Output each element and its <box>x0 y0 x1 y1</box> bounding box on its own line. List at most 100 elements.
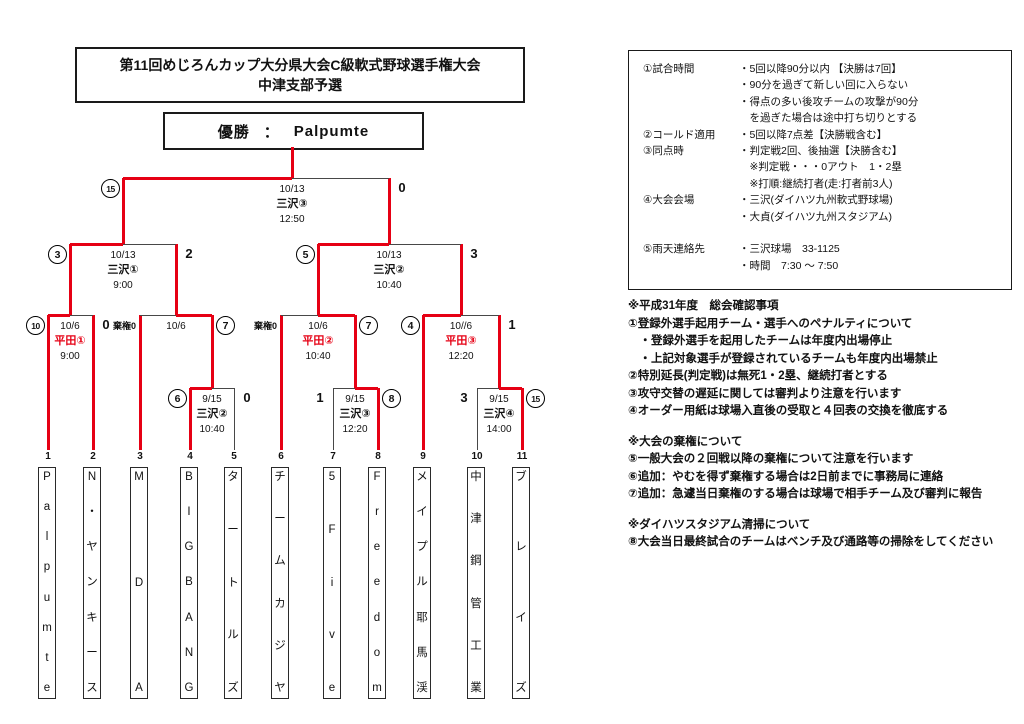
rule-label <box>643 176 739 192</box>
match-date: 10/6 <box>308 321 328 332</box>
note-line: ・上記対象選手が登録されているチームも年度内出場禁止 <box>628 352 938 365</box>
match-bar-left-qf4 <box>423 314 461 317</box>
match-time: 12:50 <box>279 214 305 225</box>
forfeit-label: 棄権0 <box>112 321 136 331</box>
note-line: ・登録外選手を起用したチームは年度内出場停止 <box>628 335 893 347</box>
rule-label: ③同点時 <box>643 145 684 158</box>
match-venue: 三沢② <box>373 264 405 276</box>
note-line: ⑦追加：急遽当日棄権のする場合は球場で相手チーム及び審判に報告 <box>628 488 983 500</box>
rule-row: ・時間 7:30 ～ 7:50 <box>643 258 1003 274</box>
match-bar-right-final <box>292 178 389 179</box>
tournament-title-line1: 第11回めじろんカップ大分県大会C級軟式野球選手権大会 <box>119 57 481 73</box>
match-bar-right-r1c <box>499 387 522 390</box>
team-number: 4 <box>187 451 193 462</box>
match-date: 10//6 <box>449 321 473 332</box>
team-line-6 <box>280 315 283 450</box>
rule-row: ・90分を過ぎて新しい回に入らない <box>643 77 1003 93</box>
match-venue: 平田② <box>302 335 334 347</box>
match-bar-left-r1c <box>477 388 499 389</box>
rule-row: ・得点の多い後攻チームの攻撃が90分 <box>643 94 1003 110</box>
match-bar-left-sf2 <box>318 243 389 246</box>
rule-label <box>643 225 739 241</box>
match-score-winner: 4 <box>401 316 420 335</box>
team-line-11 <box>521 388 524 450</box>
rule-text: ※打順:継続打者(走:打者前3人) <box>739 177 893 190</box>
match-time: 10:40 <box>305 351 331 362</box>
match-bar-left-sf1 <box>70 243 123 246</box>
note-line: ⑥追加：やむを得ず棄権する場合は2日前までに事務局に連絡 <box>628 470 944 483</box>
team-name: N・ヤンキース <box>86 471 98 694</box>
match-time: 9:00 <box>113 280 133 291</box>
note-line: ⑤一般大会の２回戦以降の棄権について注意を行います <box>628 453 914 465</box>
match-bar-right-qf1 <box>70 315 93 316</box>
rule-label: ⑤雨天連絡先 <box>643 243 705 256</box>
match-bar-right-qf4 <box>461 315 499 316</box>
match-info: 10/6 <box>130 319 222 334</box>
match-score-winner: 7 <box>216 316 235 335</box>
rule-text: ※判定戦・・・0アウト 1・2塁 <box>739 161 902 174</box>
notes-heading: ※ダイハツスタジアム清掃について <box>628 518 811 531</box>
team-line-4 <box>189 388 192 450</box>
winner-line-r1c <box>498 315 501 388</box>
rule-label <box>643 110 739 126</box>
tournament-title-line2: 中津支部予選 <box>258 77 342 93</box>
match-venue: 平田① <box>54 335 86 347</box>
match-time: 12:20 <box>342 424 368 435</box>
match-time: 10:40 <box>376 280 402 291</box>
rule-text: ・三沢球場 33-1125 <box>739 243 840 256</box>
team-name: 中津鋼管工業 <box>470 471 482 694</box>
match-time: 12:20 <box>448 351 474 362</box>
team-number: 9 <box>420 451 426 462</box>
team-number: 2 <box>90 451 96 462</box>
rule-row: ※判定戦・・・0アウト 1・2塁 <box>643 159 1003 175</box>
rule-text: ・5回以降90分以内 【決勝は7回】 <box>739 63 902 75</box>
match-info: 10/6 平田② 10:40 <box>272 319 364 364</box>
team-line-9 <box>422 315 425 450</box>
team-name: ブレイズ <box>515 471 527 694</box>
match-score: 0 <box>398 180 406 195</box>
match-score: 3 <box>470 246 478 261</box>
match-venue: 三沢① <box>107 264 139 276</box>
champion-box: 優勝 ： Palpumte <box>163 112 424 150</box>
team-box: N・ヤンキース <box>83 467 101 699</box>
rule-label: ④大会会場 <box>643 194 695 207</box>
rule-row: ・大貞(ダイハツ九州スタジアム) <box>643 209 1003 225</box>
team-name: メイプル耶馬渓 <box>416 471 428 694</box>
match-info: 10//6 平田③ 12:20 <box>415 319 507 364</box>
match-date: 10/6 <box>60 321 80 332</box>
match-date: 9/15 <box>345 394 365 405</box>
match-time: 10:40 <box>199 424 225 435</box>
match-score: 1 <box>316 390 324 405</box>
match-venue: 平田③ <box>445 335 477 347</box>
match-score-winner: 6 <box>168 389 187 408</box>
match-date: 9/15 <box>489 394 509 405</box>
team-number: 7 <box>330 451 336 462</box>
rule-label <box>643 159 739 175</box>
team-line-1 <box>47 315 50 450</box>
winner-line-qf3 <box>317 244 320 315</box>
match-venue: 三沢③ <box>276 198 308 210</box>
match-date: 10/13 <box>376 250 402 261</box>
forfeit-label: 棄権0 <box>253 321 277 331</box>
match-score-winner: 15 <box>101 179 120 198</box>
rule-text: を過ぎた場合は途中打ち切りとする <box>739 112 918 125</box>
match-score-winner: 5 <box>296 245 315 264</box>
rule-row: ③同点時・判定戦2回、後抽選【決勝含む】 <box>643 143 1003 159</box>
match-bar-right-qf3 <box>318 314 355 317</box>
match-info: 10/13 三沢② 10:40 <box>343 248 435 293</box>
rule-label <box>643 209 739 225</box>
match-venue: 三沢④ <box>483 408 515 420</box>
match-venue: 三沢③ <box>339 408 371 420</box>
team-name: チームカジヤ <box>274 471 286 694</box>
team-number: 3 <box>137 451 143 462</box>
team-line-5 <box>234 388 235 450</box>
